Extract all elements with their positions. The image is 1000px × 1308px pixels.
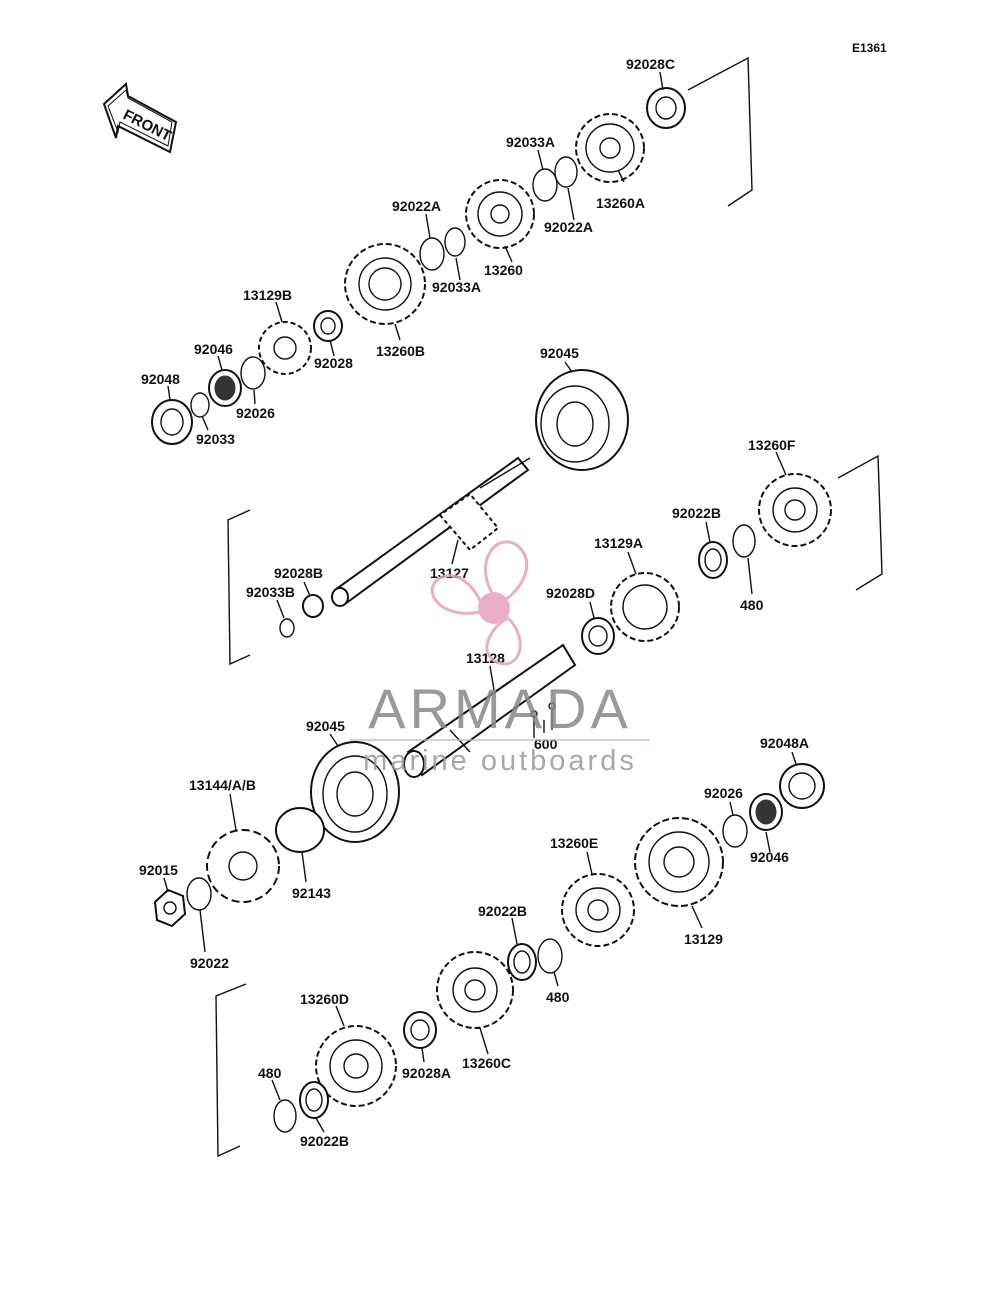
collar-92143 xyxy=(275,807,325,853)
bush-92028B xyxy=(302,594,324,618)
gear-13129B xyxy=(258,321,312,375)
gear-13260C xyxy=(436,951,514,1029)
callout-92033B: 92033B xyxy=(246,584,295,600)
gear-13260D xyxy=(315,1025,397,1107)
nut-92015 xyxy=(153,888,187,928)
callout-480-mid: 480 xyxy=(546,989,570,1005)
gear-13260A xyxy=(575,113,645,183)
bearing-92028C xyxy=(646,87,686,129)
washer-92022B-upper xyxy=(698,541,728,579)
callout-92046: 92046 xyxy=(194,341,233,357)
callout-13129B: 13129B xyxy=(243,287,292,303)
circlip-92033A xyxy=(532,168,558,202)
gear-13260 xyxy=(465,179,535,249)
callout-92048A: 92048A xyxy=(760,735,809,751)
callout-92022B-mid: 92022B xyxy=(478,903,527,919)
callout-480-upper: 480 xyxy=(740,597,764,613)
callout-480-lower: 480 xyxy=(258,1065,282,1081)
shaft-13127 xyxy=(331,456,531,607)
circlip-92033A-lower xyxy=(444,227,466,257)
gear-13129A xyxy=(610,572,680,642)
callout-92033A: 92033A xyxy=(506,134,555,150)
callout-92033: 92033 xyxy=(196,431,235,447)
callout-13129A: 13129A xyxy=(594,535,643,551)
ball-bearing-92045-upper xyxy=(535,369,629,471)
front-arrow-icon: FRONT xyxy=(102,82,178,154)
callout-13260: 13260 xyxy=(484,262,523,278)
gear-13260B xyxy=(344,243,426,325)
circlip-480-lower xyxy=(273,1099,297,1133)
washer-92026-lower xyxy=(722,814,748,848)
callout-13260F: 13260F xyxy=(748,437,796,453)
callout-92143: 92143 xyxy=(292,885,331,901)
watermark-brand: ARMADA xyxy=(368,677,632,740)
callout-92045-upper: 92045 xyxy=(540,345,579,361)
callout-92022B-lower: 92022B xyxy=(300,1133,349,1149)
callout-13260E: 13260E xyxy=(550,835,598,851)
washer-92022B-mid xyxy=(507,943,537,981)
callout-92022B-upper: 92022B xyxy=(672,505,721,521)
shaft-13128 xyxy=(403,643,577,778)
washer-92022A-lower xyxy=(419,237,445,271)
watermark: ARMADA marine outboards xyxy=(350,540,650,777)
callout-13260A: 13260A xyxy=(596,195,645,211)
gear-13129 xyxy=(634,817,724,907)
propeller-logo-icon xyxy=(430,540,529,666)
washer-92022B-lower xyxy=(299,1081,329,1119)
callout-92028A: 92028A xyxy=(402,1065,451,1081)
bush-92028A xyxy=(403,1011,437,1049)
callout-92028D: 92028D xyxy=(546,585,595,601)
callout-92022: 92022 xyxy=(190,955,229,971)
callout-13144: 13144/A/B xyxy=(189,777,256,793)
circlip-480-mid xyxy=(537,938,563,974)
watermark-tagline: marine outboards xyxy=(363,745,637,777)
circlip-480-upper xyxy=(732,524,756,558)
callout-92028B: 92028B xyxy=(274,565,323,581)
callout-13260C: 13260C xyxy=(462,1055,511,1071)
gear-13260E xyxy=(561,873,635,947)
callout-13260D: 13260D xyxy=(300,991,349,1007)
callout-13260B: 13260B xyxy=(376,343,425,359)
circlip-92033B xyxy=(279,618,295,638)
callout-labels: 92028C 92033A 13260A 92022A 92022A 13260… xyxy=(139,56,809,1149)
collar-92048 xyxy=(151,399,193,445)
callout-92045-lower: 92045 xyxy=(306,718,345,734)
sprocket-13144 xyxy=(206,829,280,903)
callout-92046-lower: 92046 xyxy=(750,849,789,865)
callout-92026: 92026 xyxy=(236,405,275,421)
callout-92028C: 92028C xyxy=(626,56,675,72)
pin-600 xyxy=(530,702,556,738)
callout-92022A: 92022A xyxy=(392,198,441,214)
bush-92028 xyxy=(313,310,343,342)
needle-bearing-92046 xyxy=(208,369,242,407)
leader-lines xyxy=(163,71,797,1133)
bracket-lines xyxy=(215,56,883,1158)
washer-92026 xyxy=(240,356,266,390)
callout-92048: 92048 xyxy=(141,371,180,387)
gear-13260F xyxy=(758,473,832,547)
needle-bearing-92046-lower xyxy=(749,793,783,831)
circlip-92033 xyxy=(190,392,210,418)
callout-92022A-right: 92022A xyxy=(544,219,593,235)
bush-92028D xyxy=(581,617,615,655)
callout-13129: 13129 xyxy=(684,931,723,947)
diagram-code: E1361 xyxy=(852,41,887,55)
callout-92028: 92028 xyxy=(314,355,353,371)
callout-92015: 92015 xyxy=(139,862,178,878)
callout-92026-lower: 92026 xyxy=(704,785,743,801)
collar-92048A xyxy=(779,763,825,809)
ball-bearing-92045-lower xyxy=(310,741,400,843)
washer-92022A xyxy=(554,156,578,188)
washer-92022 xyxy=(186,877,212,911)
callout-92033A-lower: 92033A xyxy=(432,279,481,295)
